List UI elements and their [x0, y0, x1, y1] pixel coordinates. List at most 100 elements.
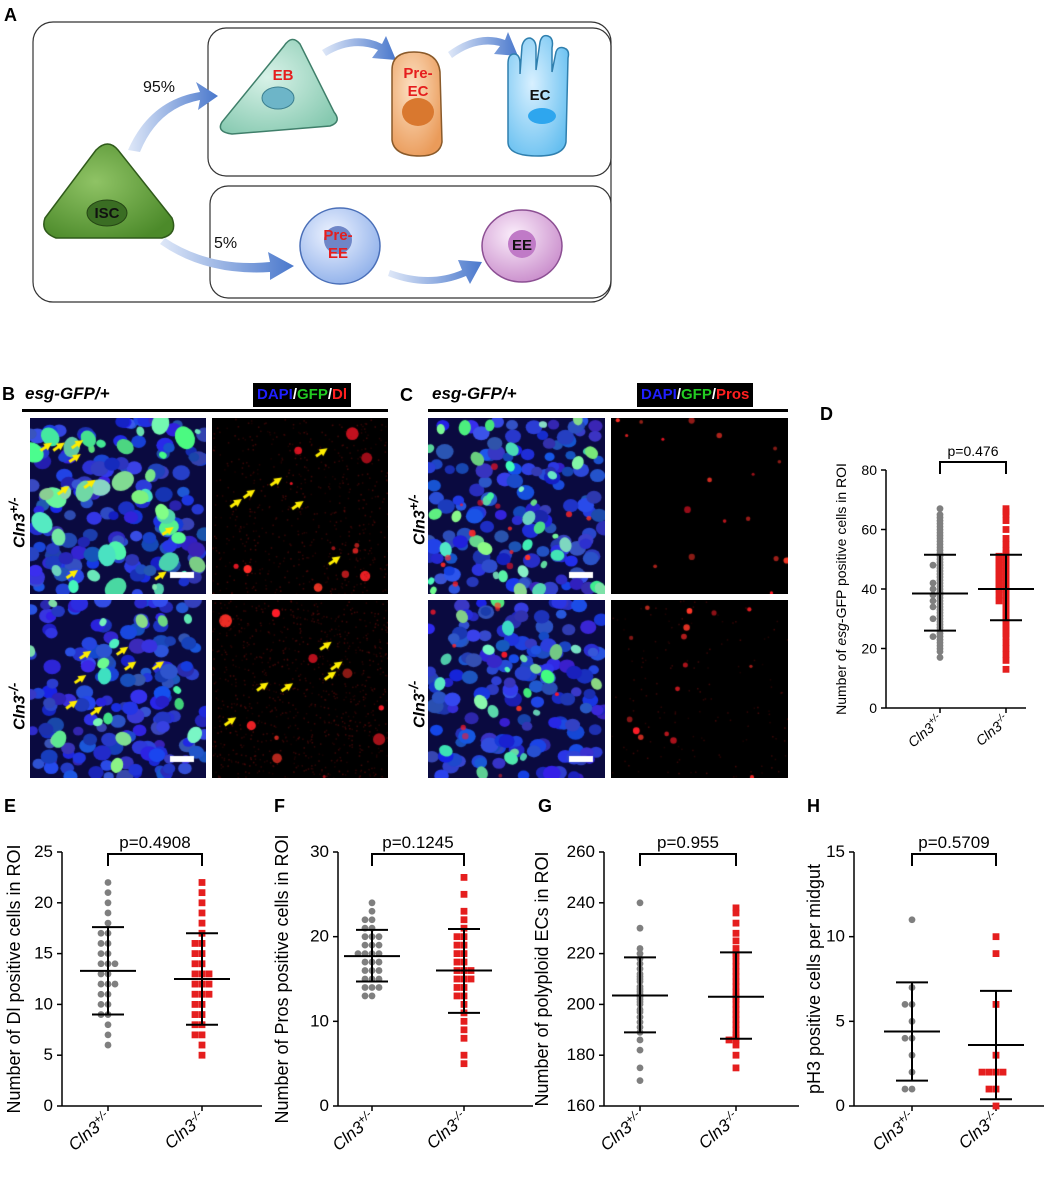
chart-f-xtick-label-1: Cln3-/-: [422, 1107, 471, 1153]
panel-label-a: A: [4, 5, 17, 25]
chart-d-point-0-0: [936, 654, 944, 661]
chart-h-point-1-10: [992, 933, 1000, 941]
chart-d-point-1-51: [1002, 526, 1010, 533]
ec-cell: [507, 34, 570, 157]
panel-b-row-label-null: Cln3-/-: [6, 682, 29, 730]
chart-h-point-1-9: [992, 950, 1000, 957]
chart-e-p-value: p=0.4908: [119, 833, 190, 852]
panel-b-divider: [22, 409, 388, 412]
chart-h-ytick-label-0: 0: [836, 1096, 845, 1115]
panel-label-c: C: [400, 385, 413, 405]
chart-f-point-1-1: [460, 1051, 468, 1059]
chart-e-point-1-30: [198, 879, 206, 886]
chart-e-point-1-29: [198, 889, 206, 897]
chart-h-ytick-label-3: 15: [826, 842, 845, 861]
chart-e-point-0-23: [104, 919, 112, 927]
chart-e-ytick-label-0: 0: [44, 1096, 53, 1115]
panel-label-b: B: [2, 384, 15, 404]
ee-label: EE: [512, 237, 532, 254]
panel-b-row-label-het: Cln3+/-: [6, 497, 29, 548]
chart-g-point-0-2: [636, 1046, 644, 1054]
chart-g-point-0-28: [636, 899, 644, 907]
chart-e-point-0-24: [104, 909, 112, 917]
chart-g-point-1-26: [732, 929, 740, 937]
chart-d-point-0-19: [929, 603, 937, 611]
chart-h-point-1-0: [992, 1102, 1000, 1110]
chart-f-ytick-label-0: 0: [320, 1096, 329, 1115]
chart-d-xtick-label-0: Cln3+/-: [904, 711, 947, 751]
chart-e-point-0-27: [104, 879, 112, 886]
chart-e-point-1-1: [198, 1041, 206, 1049]
panel-c-legend-3: /: [711, 386, 717, 403]
chart-h-y-label: pH3 positive cells per midgut: [804, 864, 824, 1094]
chart-e-y-label: Number of Dl positive cells in ROI: [4, 844, 24, 1113]
chart-f-point-0-9: [361, 967, 369, 974]
panel-label-h: H: [807, 796, 820, 816]
chart-d-point-1-0: [1002, 665, 1010, 673]
chart-d-point-1-21: [995, 591, 1003, 599]
chart-e-point-0-1: [104, 1031, 112, 1039]
ec-nucleus: [528, 108, 556, 124]
chart-f-point-0-27: [361, 916, 369, 924]
chart-f-point-1-3: [460, 1026, 468, 1034]
chart-e-ytick-label-1: 5: [44, 1045, 53, 1064]
chart-d-point-1-18: [995, 597, 1003, 605]
panel-c-legend-0: DAPI: [641, 386, 677, 403]
chart-e-point-1-7: [191, 1011, 199, 1018]
chart-f-point-1-8: [453, 992, 461, 1000]
chart-d-point-0-55: [936, 511, 944, 519]
percent-95: 95%: [143, 79, 175, 96]
chart-f-point-1-18: [453, 958, 461, 966]
chart-f-point-0-26: [368, 916, 376, 924]
chart-e-point-0-8: [97, 990, 105, 998]
panel-b-genotype: esg-GFP/+: [25, 384, 110, 403]
pre-ee-nucleus: [324, 226, 352, 254]
chart-f-point-1-4: [460, 1017, 468, 1025]
chart-e-point-1-26: [198, 919, 206, 927]
chart-d-ytick-label-3: 60: [861, 522, 877, 538]
chart-e-point-0-2: [104, 1021, 112, 1029]
chart-g-point-1-2: [732, 1041, 740, 1049]
pre-ec-nucleus: [402, 98, 434, 126]
panel-label-d: D: [820, 404, 833, 424]
chart-d-point-0-14: [929, 615, 937, 623]
chart-h-ytick-label-1: 5: [836, 1011, 845, 1030]
chart-d-point-0-38: [929, 561, 937, 569]
chart-d-point-0-56: [936, 505, 944, 513]
chart-f-ytick-label-3: 30: [310, 842, 329, 861]
chart-e-point-1-24: [191, 940, 199, 947]
eb-label: EB: [273, 67, 294, 84]
chart-f-point-1-2: [460, 1034, 468, 1042]
pre-ec-label-1: Pre-: [403, 65, 432, 82]
panel-b-dl-cln3-het: [212, 418, 388, 594]
chart-g-point-1-25: [732, 937, 740, 945]
chart-g-xtick-label-0: Cln3+/-: [595, 1107, 646, 1155]
chart-d-point-1-52: [1002, 517, 1010, 524]
chart-g-point-1-24: [732, 945, 740, 952]
arrow-pre-ee-ee: [388, 260, 482, 284]
chart-h-ytick-label-2: 10: [826, 927, 845, 946]
chart-d-point-1-2: [1002, 651, 1010, 658]
chart-f-point-1-29: [460, 874, 468, 881]
chart-h-point-0-10: [908, 916, 916, 924]
pre-ee-label-1: Pre-: [323, 227, 352, 244]
panel-b-dl-cln3-null: [212, 600, 388, 778]
arrow-isc-pre-ee: [160, 238, 294, 280]
chart-g-ytick-label-1: 180: [567, 1045, 595, 1064]
chart-d-significance-bracket: [939, 461, 1007, 474]
chart-f-point-0-10: [375, 967, 383, 974]
chart-h-point-0-1: [901, 1085, 909, 1093]
chart-e-point-1-15: [205, 980, 213, 988]
panel-c-legend-1: /: [676, 386, 682, 403]
chart-e-ytick-label-2: 10: [34, 994, 53, 1013]
chart-d-point-1-55: [1002, 505, 1010, 513]
chart-e-xtick-label-0: Cln3+/-: [63, 1107, 114, 1155]
chart-g-point-1-0: [732, 1064, 740, 1072]
chart-e-point-1-11: [191, 990, 199, 998]
chart-h-point-0-8: [901, 1001, 909, 1008]
chart-e-point-0-20: [97, 940, 105, 947]
chart-f-p-value: p=0.1245: [382, 833, 453, 852]
chart-f-point-0-28: [368, 907, 376, 915]
